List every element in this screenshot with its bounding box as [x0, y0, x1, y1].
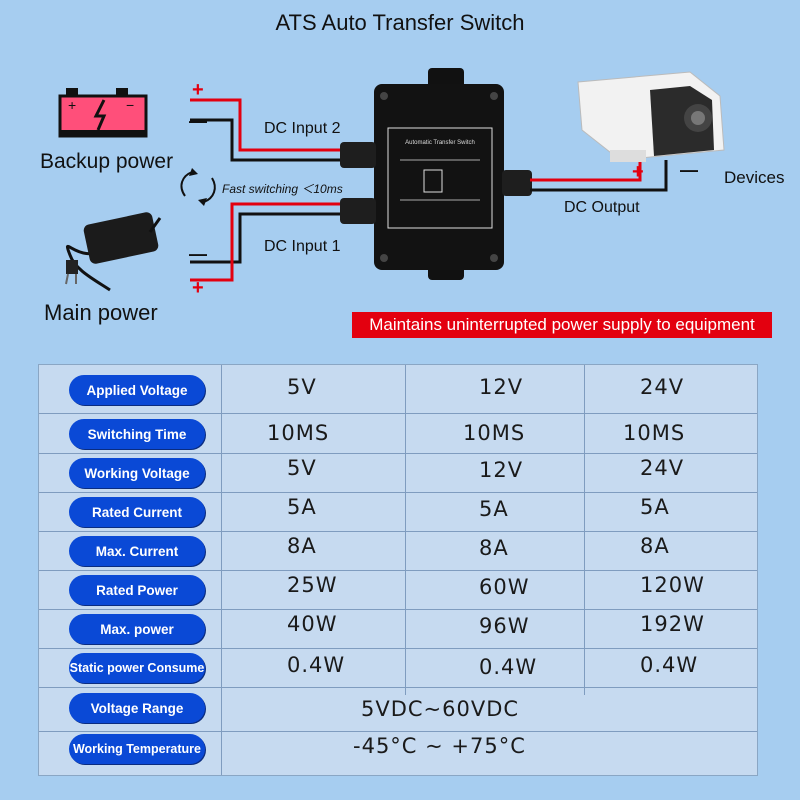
battery-icon: + −: [58, 88, 148, 138]
cell-5v: 40W: [287, 612, 338, 636]
cell-24v: 192W: [640, 612, 705, 636]
fast-switching-label: Fast switching ＜10ms: [222, 182, 343, 196]
cell-24v: 10MS: [623, 421, 686, 445]
cell-12v: 0.4W: [479, 655, 538, 679]
cell-24v: 0.4W: [640, 653, 699, 677]
input1-minus: —: [189, 244, 207, 264]
input2-plus: +: [192, 79, 204, 101]
devices-label: Devices: [724, 168, 785, 187]
main-power-label: Main power: [44, 300, 158, 325]
cell-5v: 0.4W: [287, 653, 346, 677]
row-label: Rated Power: [69, 575, 205, 605]
dc-output-label: DC Output: [564, 199, 640, 216]
cell-5v: 5A: [287, 495, 317, 519]
row-label: Working Voltage: [69, 458, 205, 488]
svg-text:−: −: [126, 97, 134, 113]
cell-12v: 12V: [479, 375, 524, 399]
cell-12v: 96W: [479, 614, 530, 638]
page-title: ATS Auto Transfer Switch: [275, 10, 525, 35]
cell-5v: 5V: [287, 456, 317, 480]
cell-12v: 60W: [479, 575, 530, 599]
cell-5v: 10MS: [267, 421, 330, 445]
row-label: Static power Consume: [69, 653, 205, 683]
row-label: Working Temperature: [69, 734, 205, 764]
camera-icon: [577, 71, 725, 162]
cell-12v: 8A: [479, 536, 509, 560]
row-label: Voltage Range: [69, 693, 205, 723]
row-label: Applied Voltage: [69, 375, 205, 405]
row-label: Rated Current: [69, 497, 205, 527]
svg-text:Automatic Transfer Switch: Automatic Transfer Switch: [405, 140, 475, 146]
cell-24v: 120W: [640, 573, 705, 597]
power-adapter-icon: [65, 212, 162, 292]
spec-table: Applied Voltage 5V 12V 24V Switching Tim…: [38, 364, 758, 776]
row-label: Switching Time: [69, 419, 205, 449]
cell-24v: 24V: [640, 375, 685, 399]
temperature-value: -45°C ∼ +75°C: [353, 734, 526, 758]
switching-arrows-icon: [180, 168, 216, 206]
input1-plus: +: [192, 277, 204, 299]
cell-12v: 10MS: [463, 421, 526, 445]
cell-24v: 8A: [640, 534, 670, 558]
cell-12v: 12V: [479, 458, 524, 482]
dc-input-1-label: DC Input 1: [264, 238, 341, 255]
svg-text:+: +: [68, 97, 76, 113]
wiring-diagram: + − Automatic Transfer Switch: [58, 68, 725, 299]
cell-5v: 25W: [287, 573, 338, 597]
output-plus: +: [632, 161, 644, 183]
cell-24v: 5A: [640, 495, 670, 519]
cell-5v: 5V: [287, 375, 317, 399]
ats-box-icon: Automatic Transfer Switch: [340, 68, 532, 280]
row-label: Max. Current: [69, 536, 205, 566]
voltage-range-value: 5VDC∼60VDC: [361, 697, 520, 721]
input2-minus: —: [189, 111, 207, 131]
backup-power-label: Backup power: [40, 150, 174, 173]
cell-5v: 8A: [287, 534, 317, 558]
cell-24v: 24V: [640, 456, 685, 480]
row-label: Max. power: [69, 614, 205, 644]
feature-banner: Maintains uninterrupted power supply to …: [352, 312, 772, 338]
output-minus: —: [680, 160, 698, 180]
dc-input-2-label: DC Input 2: [264, 120, 341, 137]
cell-12v: 5A: [479, 497, 509, 521]
